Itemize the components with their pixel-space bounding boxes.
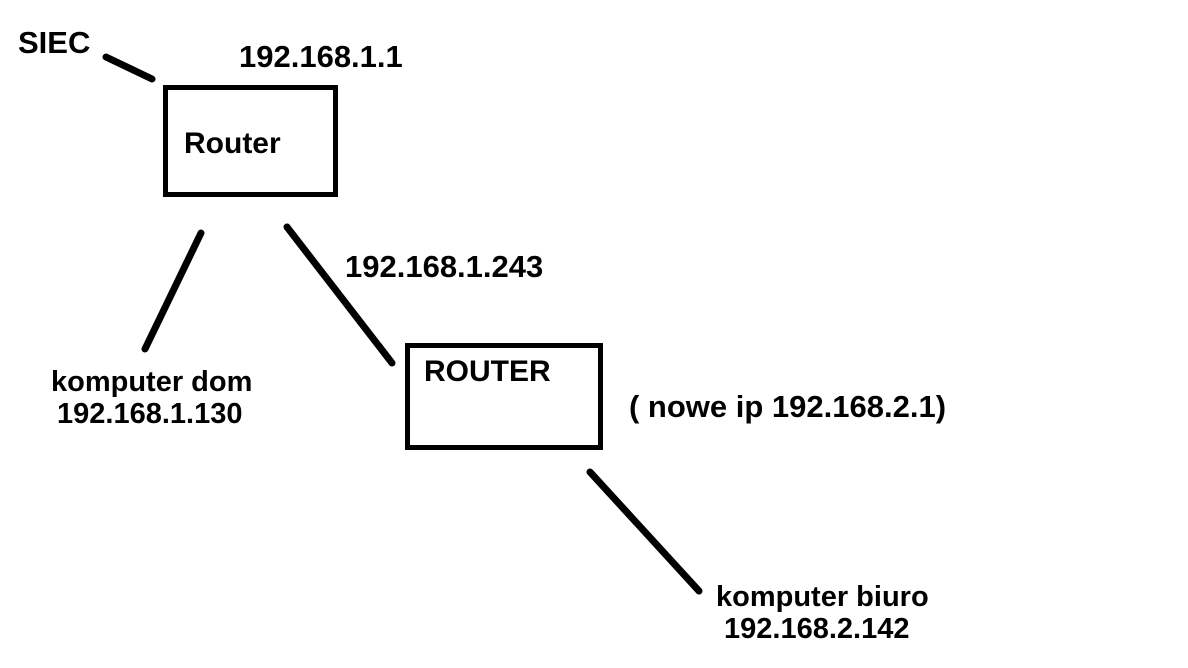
- connector-router-office-to-computer-office: [586, 468, 703, 595]
- node-label-router-home: Router: [184, 127, 281, 160]
- endpoint-name-computer-home: komputer dom: [51, 366, 253, 398]
- node-router-office[interactable]: [405, 343, 603, 450]
- endpoint-ip-computer-office: 192.168.2.142: [724, 613, 910, 646]
- connector-router-home-to-computer-home: [141, 229, 205, 353]
- ip-label-router-office-wan: 192.168.1.243: [345, 249, 544, 284]
- node-router-home[interactable]: [163, 85, 338, 197]
- endpoint-label-computer-office: komputer biuro 192.168.2.142: [716, 581, 929, 646]
- connector-siec-pointer: [102, 53, 156, 83]
- endpoint-name-computer-office: komputer biuro: [716, 581, 929, 613]
- endpoint-label-computer-home: komputer dom 192.168.1.130: [51, 366, 252, 431]
- note-label-router-office-new-ip: ( nowe ip 192.168.2.1): [629, 389, 947, 424]
- node-label-router-office: ROUTER: [424, 355, 551, 388]
- connector-router-home-to-router-office: [283, 223, 396, 367]
- endpoint-ip-computer-home: 192.168.1.130: [57, 398, 243, 431]
- network-title-label: SIEC: [18, 25, 91, 60]
- ip-label-router-home: 192.168.1.1: [239, 39, 403, 74]
